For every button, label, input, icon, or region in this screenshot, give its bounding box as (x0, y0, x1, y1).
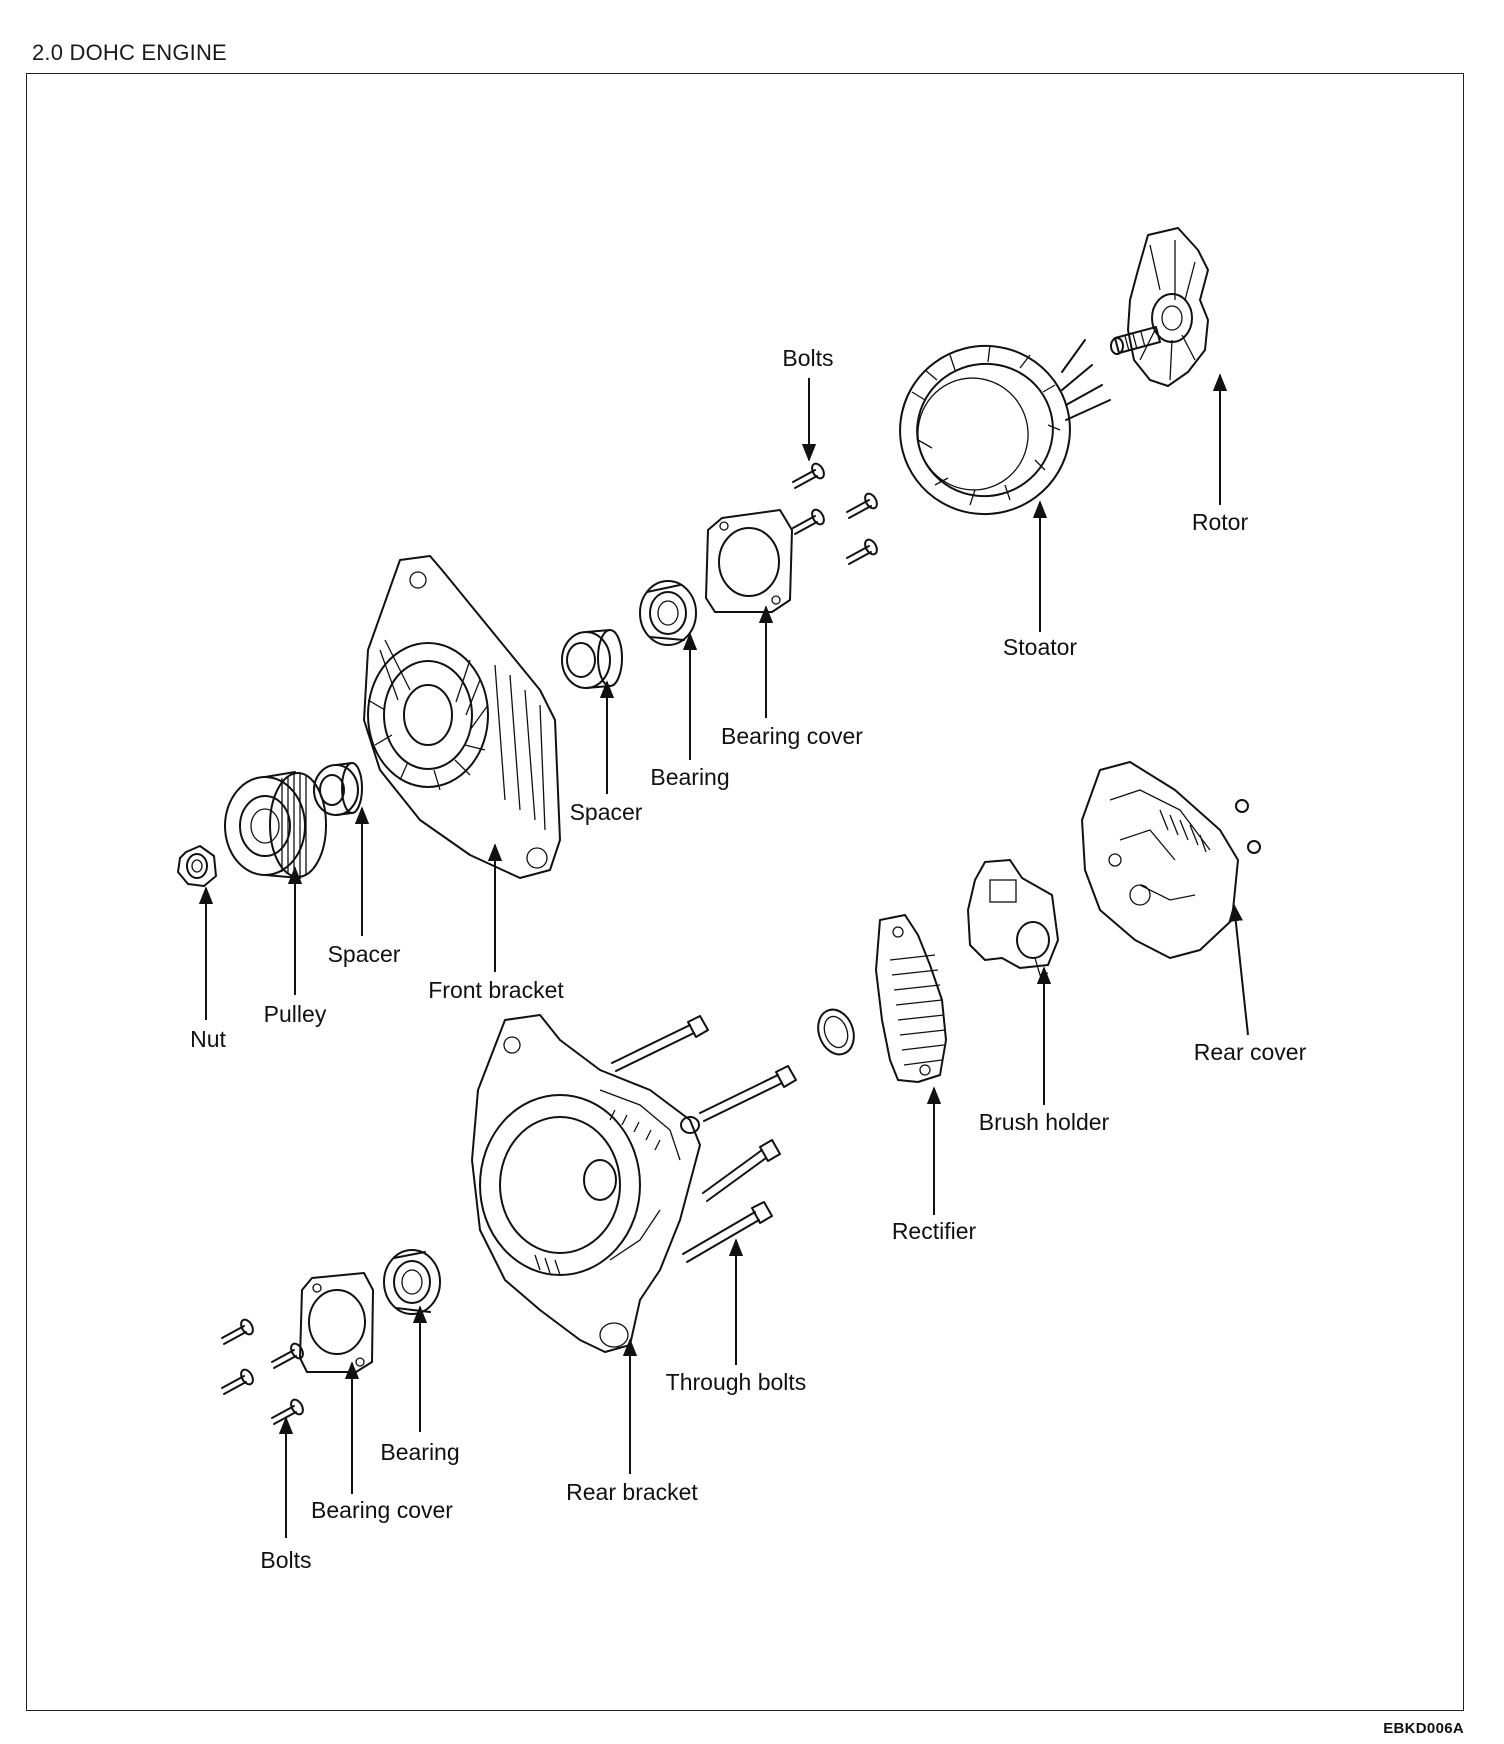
label-front-bracket: Front bracket (428, 977, 564, 1003)
label-bearing-cover-top: Bearing cover (721, 723, 863, 749)
bearing-cover-top-part (705, 509, 793, 613)
label-rear-bracket: Rear bracket (566, 1479, 698, 1505)
label-nut: Nut (190, 1026, 226, 1052)
bolts-top-part (792, 462, 878, 565)
label-through-bolts: Through bolts (666, 1369, 807, 1395)
o-ring-part (817, 1008, 855, 1056)
rear-cover-part (1081, 761, 1261, 959)
label-rotor: Rotor (1192, 509, 1249, 535)
label-rear-cover: Rear cover (1194, 1039, 1307, 1065)
label-spacer-left: Spacer (328, 941, 401, 967)
label-bearing-cover-bottom: Bearing cover (311, 1497, 453, 1523)
bearing-bottom-part (383, 1249, 441, 1315)
label-pulley: Pulley (264, 1001, 327, 1027)
through-bolts-part (611, 1015, 797, 1263)
rear-bracket-part (471, 1014, 701, 1353)
front-bracket-part (363, 555, 561, 879)
leader-rear-cover (1228, 903, 1249, 1036)
brush-holder-part (967, 859, 1059, 976)
rectifier-part (875, 914, 947, 1083)
bearing-top-part (639, 580, 697, 646)
label-stoator: Stoator (1003, 634, 1077, 660)
label-brush-holder: Brush holder (979, 1109, 1110, 1135)
rotor-part (1110, 227, 1209, 387)
bolts-bottom-part (221, 1318, 304, 1425)
page-heading: 2.0 DOHC ENGINE (32, 40, 227, 65)
label-rectifier: Rectifier (892, 1218, 977, 1244)
leader-lines (198, 373, 1249, 1538)
stator-part (899, 339, 1111, 516)
figure-code: EBKD006A (1383, 1720, 1464, 1737)
spacer-top-part (561, 629, 623, 689)
callout-labels: Bolts Rotor Stoator Bearing cover Bearin… (190, 345, 1306, 1573)
nut-part (177, 845, 217, 887)
label-bearing-top: Bearing (650, 764, 729, 790)
label-bolts-top: Bolts (782, 345, 833, 371)
label-spacer-top: Spacer (570, 799, 643, 825)
spacer-left-part (313, 762, 363, 816)
bearing-cover-bottom-part (299, 1272, 374, 1373)
label-bearing-bottom: Bearing (380, 1439, 459, 1465)
label-bolts-bottom: Bolts (260, 1547, 311, 1573)
pulley-part (224, 771, 327, 879)
diagram-frame (26, 73, 1464, 1711)
